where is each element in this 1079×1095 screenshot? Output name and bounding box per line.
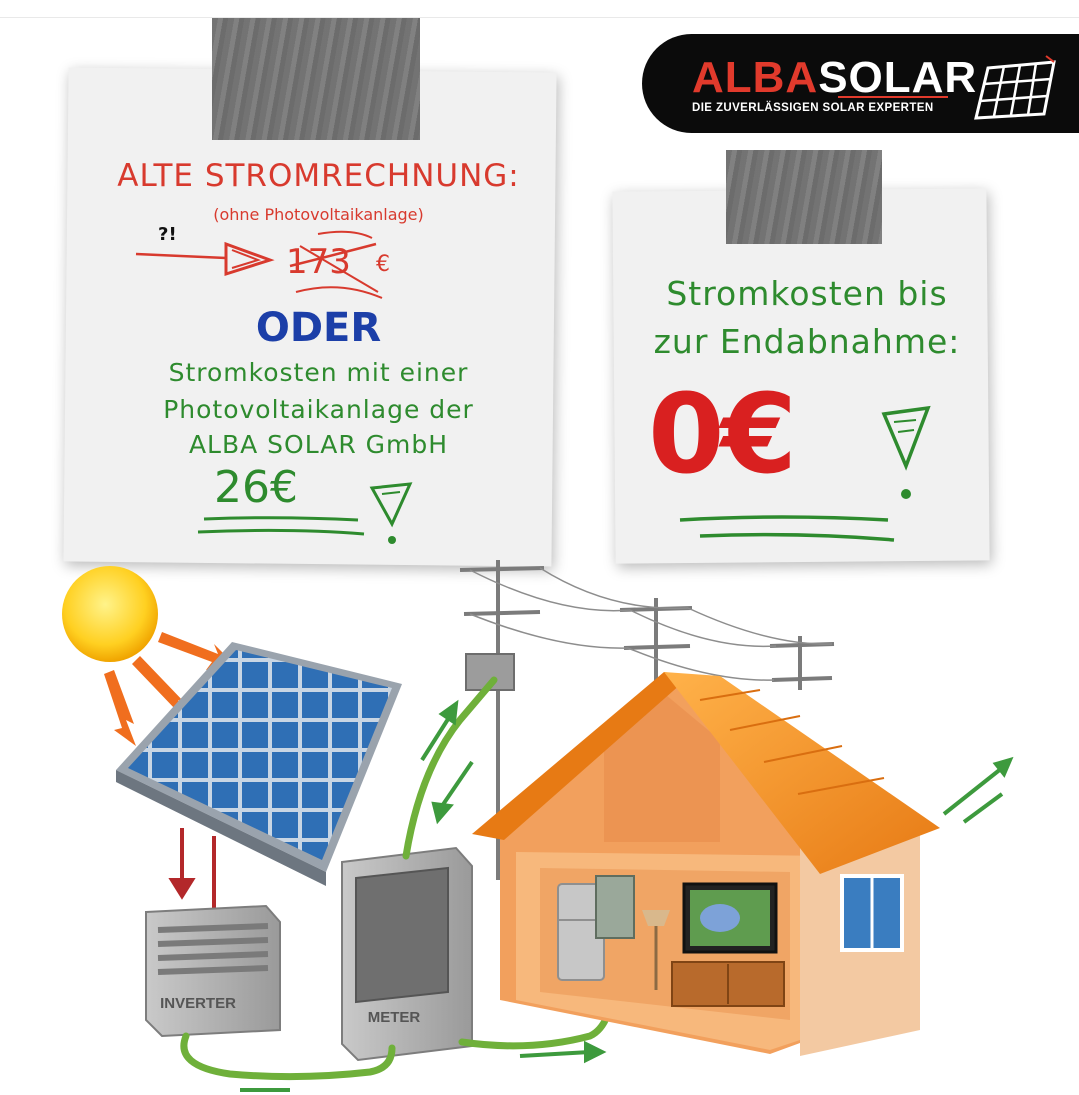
new-price: 26€ xyxy=(214,462,298,513)
logo-wordmark: ALBASOLAR xyxy=(692,56,977,100)
sun-icon xyxy=(62,566,158,662)
house xyxy=(472,672,940,1056)
oder-label: ODER xyxy=(255,305,382,351)
inverter xyxy=(145,904,281,1038)
alba-solar-logo: ALBASOLAR DIE ZUVERLÄSSIGEN SOLAR EXPERT… xyxy=(642,34,1079,133)
old-price: 173 xyxy=(286,242,351,282)
inverter-label: INVERTER xyxy=(160,995,236,1012)
logo-tagline: DIE ZUVERLÄSSIGEN SOLAR EXPERTEN xyxy=(692,102,934,114)
meter xyxy=(341,846,473,1062)
pv-cost-line-2: Photovoltaikanlage der xyxy=(163,395,474,424)
logo-solar: SOLAR xyxy=(818,53,978,102)
pv-cost-line-1: Stromkosten mit einer xyxy=(168,358,469,387)
tape-left xyxy=(212,18,420,140)
tape-right xyxy=(726,150,882,244)
final-cost-line-2: zur Endabnahme: xyxy=(653,322,961,361)
final-cost-line-1: Stromkosten bis xyxy=(666,274,948,313)
solar-panel-icon xyxy=(974,55,1056,120)
top-bar xyxy=(0,0,1079,18)
pv-cost-line-3: ALBA SOLAR GmbH xyxy=(188,430,449,459)
final-price: 0€ xyxy=(648,370,797,498)
logo-underline xyxy=(838,96,948,98)
old-bill-title: ALTE STROMRECHNUNG: xyxy=(117,158,520,194)
logo-alba: ALBA xyxy=(692,53,819,102)
meter-label: METER xyxy=(368,1009,421,1026)
old-bill-subtitle: (ohne Photovoltaikanlage) xyxy=(213,205,424,224)
solar-panel xyxy=(116,642,402,886)
old-price-euro: € xyxy=(376,252,390,277)
question-marks: ?! xyxy=(158,224,177,245)
